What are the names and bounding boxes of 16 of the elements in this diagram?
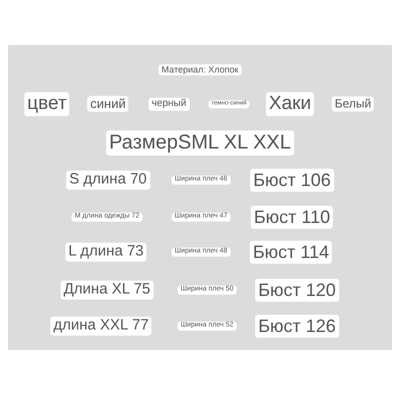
- label-tag: цвет: [24, 92, 70, 116]
- label-tag: Бюст 110: [250, 206, 334, 228]
- label-tag: синий: [87, 96, 129, 112]
- label-tag: Материал: Хлопок: [158, 64, 242, 76]
- label-tag: длина XXL 77: [50, 316, 152, 336]
- label-tag: Бюст 126: [255, 314, 339, 338]
- label-tag: S длина 70: [66, 170, 150, 190]
- label-tag: Бюст 114: [250, 240, 332, 264]
- label-tag: Бюст 106: [250, 168, 334, 192]
- label-tag: Хаки: [266, 92, 314, 116]
- label-tag: Длина XL 75: [60, 280, 154, 300]
- label-tag: Бюст 120: [255, 278, 339, 302]
- label-tag: Белый: [332, 96, 374, 112]
- label-tag: РазмерSML XL XXL: [106, 130, 294, 156]
- label-tag: черный: [148, 98, 190, 110]
- label-tag: L длина 73: [65, 242, 147, 262]
